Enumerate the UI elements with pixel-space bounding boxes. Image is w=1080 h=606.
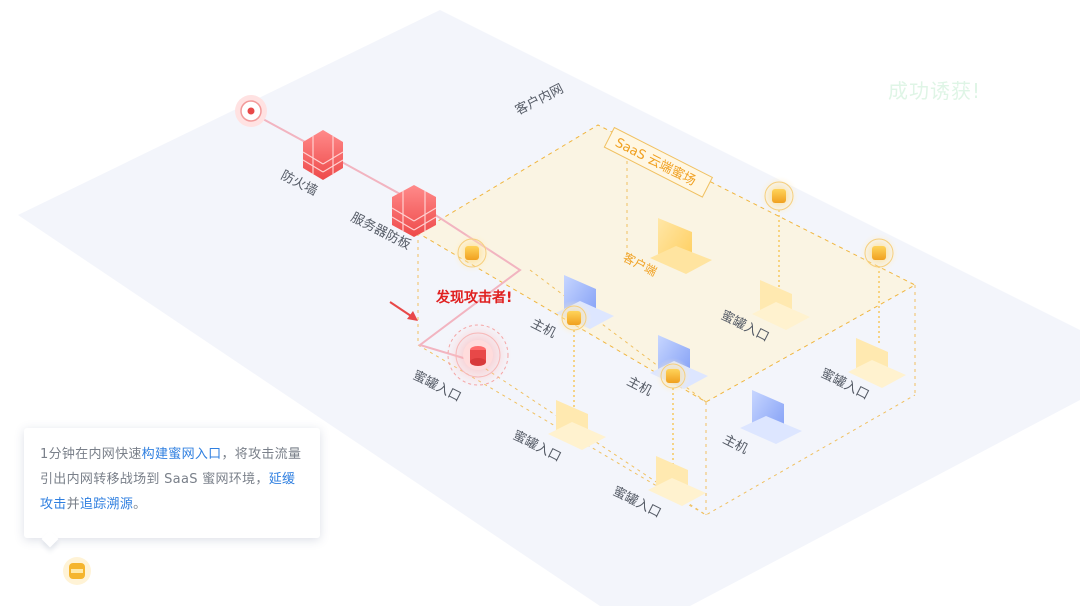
host-laptop-icon [740, 390, 802, 444]
server-protection-icon [391, 185, 437, 237]
honeypot-entry-laptop-icon [648, 456, 706, 506]
honeypot-node-icon [556, 300, 592, 336]
build-honeynet-link[interactable]: 构建蜜网入口 [141, 447, 222, 462]
attacker-target-icon [235, 95, 267, 127]
honeypot-node-icon [759, 176, 799, 216]
honeypot-links [573, 210, 880, 465]
triggered-honeypot-icon [444, 321, 512, 389]
info-text-2: ，将攻击流量引出内网转移战场到 SaaS 蜜网环境， [40, 447, 302, 487]
honeypot-node-icon [655, 358, 691, 394]
delay-attack-link[interactable]: 延缓攻击 [40, 472, 296, 512]
info-card: 1分钟在内网快速构建蜜网入口，将攻击流量引出内网转移战场到 SaaS 蜜网环境，… [24, 428, 320, 538]
honeypot-icon [63, 557, 91, 585]
firewall-icon [302, 130, 344, 180]
attack-alert-text: 发现攻击者! [435, 289, 512, 306]
info-text-4: 。 [133, 497, 147, 512]
honeypot-entry-laptop-icon [752, 280, 810, 330]
honeypot-node-icon [452, 233, 492, 273]
client-laptop-icon [650, 218, 712, 274]
info-text-1: 1分钟在内网快速 [40, 447, 142, 462]
honeypot-entry-laptop-icon [848, 338, 906, 388]
success-text: 成功诱获! [888, 79, 981, 103]
info-text-3: 并 [66, 497, 80, 512]
trace-source-link[interactable]: 追踪溯源 [79, 497, 134, 512]
honeypot-node-icon [859, 233, 899, 273]
honeypot-entry-laptop-icon [548, 400, 606, 450]
alert-arrow-icon [389, 301, 418, 321]
